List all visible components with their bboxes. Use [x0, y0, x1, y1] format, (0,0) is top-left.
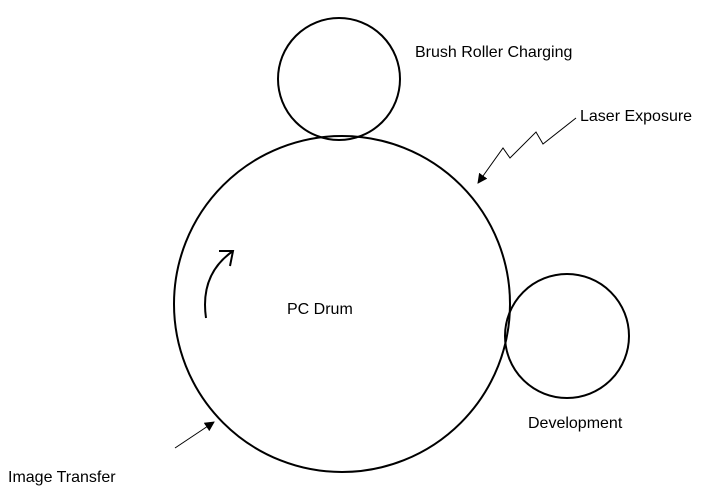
laser-exposure-label: Laser Exposure — [580, 108, 693, 125]
image-transfer-label: Image Transfer — [8, 469, 116, 486]
development-label: Development — [528, 415, 623, 432]
charging-roller — [277, 17, 401, 141]
rotation-arrowhead — [219, 250, 235, 267]
laser-beam — [477, 117, 577, 184]
pc-drum — [173, 135, 511, 473]
transfer-arrow — [174, 421, 215, 449]
development-roller — [504, 273, 630, 399]
rotation-arrow — [204, 250, 234, 319]
charging-label: Brush Roller Charging — [415, 44, 573, 61]
pc-drum-label: PC Drum — [287, 301, 353, 318]
